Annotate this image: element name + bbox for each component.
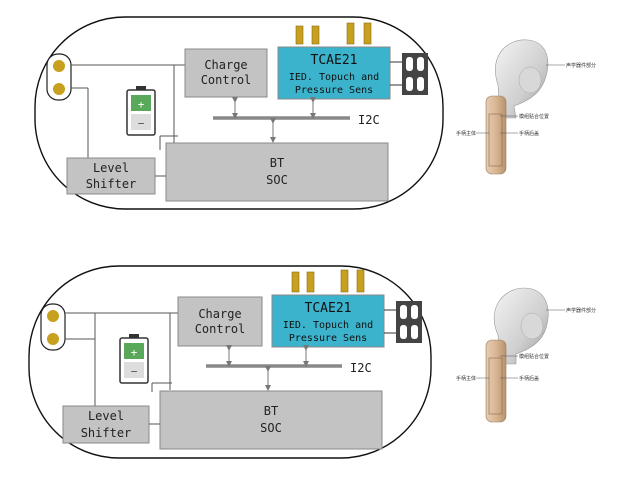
label-stem-body: 手柄主体 <box>456 130 476 137</box>
soc-label: SOC <box>260 421 282 435</box>
level-shifter-label-1: Level <box>93 161 129 175</box>
tcae21-desc-2: Pressure Sens <box>289 333 367 344</box>
contact-pin-bottom <box>47 333 59 345</box>
tcae21-desc-1: IED. Topuch and <box>283 320 373 331</box>
electrode-connector <box>402 53 428 95</box>
contact-pin-top <box>47 310 59 322</box>
electrode-connector <box>396 301 422 343</box>
diagram-1: + − Charge Control TCAE21 IED. Topuch an… <box>34 16 444 210</box>
soc-label: SOC <box>266 173 288 187</box>
level-shifter-label-2: Shifter <box>86 177 137 191</box>
label-acoustic: 声学器件部分 <box>566 307 596 314</box>
battery-icon: + − <box>119 334 149 384</box>
tcae21-title: TCAE21 <box>311 53 358 68</box>
svg-text:−: − <box>138 117 145 130</box>
i2c-label: I2C <box>358 113 380 127</box>
svg-text:+: + <box>131 346 138 359</box>
tcae21-desc-2: Pressure Sens <box>295 85 373 96</box>
label-fit-position: 模组贴合位置 <box>519 113 549 120</box>
label-back-cover: 手柄后盖 <box>519 375 539 382</box>
label-back-cover: 手柄后盖 <box>519 130 539 137</box>
charge-control-block <box>177 296 263 347</box>
label-stem-body: 手柄主体 <box>456 375 476 382</box>
bt-label: BT <box>264 404 278 418</box>
charge-control-label-2: Control <box>195 322 246 336</box>
tcae21-block <box>271 294 385 348</box>
label-fit-position: 模组贴合位置 <box>519 353 549 360</box>
charging-contacts <box>40 303 66 351</box>
battery-icon: + − <box>126 86 156 136</box>
earbud-render-2: 声学器件部分 模组贴合位置 手柄主体 手柄后盖 <box>456 287 596 423</box>
contact-pin-bottom <box>53 83 65 95</box>
tcae21-desc-1: IED. Topuch and <box>289 72 379 83</box>
svg-text:+: + <box>138 98 145 111</box>
charge-control-block <box>184 48 268 98</box>
level-shifter-label-2: Shifter <box>81 426 132 440</box>
charge-control-label-1: Charge <box>198 307 241 321</box>
charge-control-label-2: Control <box>201 73 252 87</box>
tcae21-block <box>277 46 391 100</box>
bt-soc-block <box>159 390 383 450</box>
level-shifter-label-1: Level <box>88 409 124 423</box>
label-acoustic: 声学器件部分 <box>566 62 596 69</box>
svg-text:−: − <box>131 365 138 378</box>
i2c-label: I2C <box>350 361 372 375</box>
diagram-2: + − Charge Control TCAE21 IED. Topuch an… <box>28 265 432 459</box>
earbud-render-1: 声学器件部分 模组贴合位置 手柄主体 手柄后盖 <box>456 39 596 175</box>
charge-control-label-1: Charge <box>204 58 247 72</box>
contact-pin-top <box>53 60 65 72</box>
charging-contacts <box>46 53 72 101</box>
level-shifter-block <box>62 405 150 444</box>
tcae21-title: TCAE21 <box>305 301 352 316</box>
bt-label: BT <box>270 156 284 170</box>
level-shifter-block <box>66 157 156 195</box>
bt-soc-block <box>165 142 389 202</box>
